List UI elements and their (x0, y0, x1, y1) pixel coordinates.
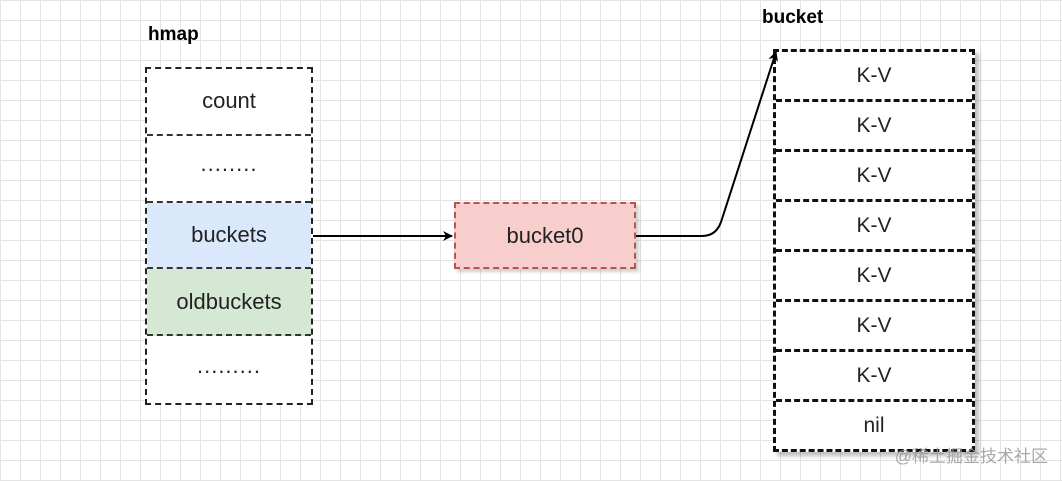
bucket-slot-nil: nil (863, 413, 885, 437)
hmap-field-ellipsis-top: ........ (147, 136, 311, 203)
bucket0-node: bucket0 (454, 202, 636, 269)
hmap-field-oldbuckets: oldbuckets (147, 269, 311, 337)
bucket-slot: K-V (776, 52, 972, 102)
bucket-slot: K-V (776, 152, 972, 202)
watermark: @稀土掘金技术社区 (894, 447, 1048, 466)
hmap-struct: count ........ buckets oldbuckets ......… (145, 67, 313, 405)
bucket-slot: K-V (776, 302, 972, 352)
bucket-title: bucket (762, 7, 824, 28)
hmap-field-buckets: buckets (147, 202, 311, 270)
hmap-field-count: count (147, 69, 311, 136)
bucket-struct: K-V K-V K-V K-V K-V K-V K-V nil (773, 49, 975, 452)
bucket0-to-bucket-arrow (636, 51, 778, 237)
hmap-field-ellipsis-bottom: ......... (196, 352, 261, 378)
hmap-title: hmap (148, 24, 199, 45)
bucket-slot: K-V (776, 252, 972, 302)
bucket-slot: K-V (776, 202, 972, 252)
bucket-slot: K-V (776, 352, 972, 402)
bucket-slot: K-V (776, 102, 972, 152)
